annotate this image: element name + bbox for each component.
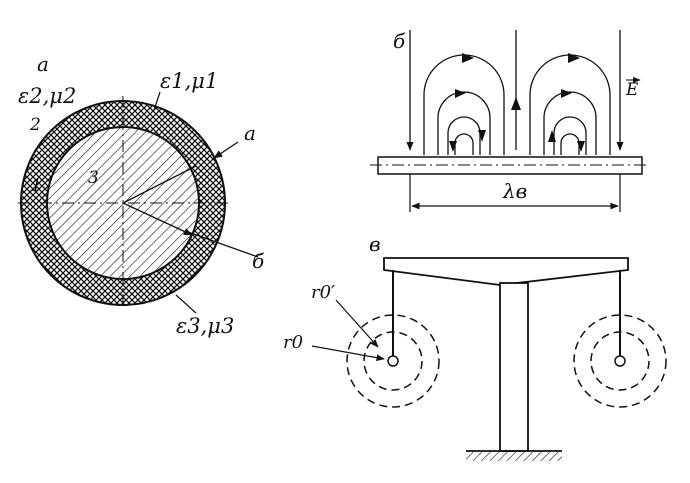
right-conductor-core	[614, 355, 626, 367]
leader-line-core-bottom	[175, 294, 197, 314]
field-loop-left-3-arrow	[478, 130, 486, 142]
field-loop-right-3	[553, 116, 587, 155]
support-mast	[499, 282, 529, 452]
field-loop-right-1	[529, 54, 611, 155]
outer-region-number: 2	[29, 115, 41, 135]
left-conductor-core	[387, 355, 399, 367]
field-loop-left-2	[437, 91, 491, 155]
field-loop-left-1	[423, 54, 505, 155]
panel-a-coaxial-cross-section: а ε2,μ2 2 ε1,μ1 1 3 ε3,μ3 a б	[18, 52, 265, 338]
field-loop-right-4-arrow	[577, 141, 585, 152]
field-vector-label: E	[625, 80, 639, 100]
field-loop-right-1-arrow	[568, 53, 580, 63]
support-crossbar	[383, 257, 629, 286]
outer-region-material-label: ε2,μ2	[18, 84, 76, 108]
radius-line-a	[122, 165, 197, 204]
core-region-material-label: ε3,μ3	[176, 314, 234, 338]
field-loop-left-3	[447, 116, 481, 155]
leader-r0	[311, 345, 385, 361]
leader-r0-prime	[335, 299, 379, 348]
leader-line-b	[187, 231, 259, 258]
ground-hatching	[466, 452, 562, 461]
shell-region-number: 1	[31, 176, 42, 196]
radius-line-b	[122, 202, 193, 236]
right-conductor-inner-ring	[590, 331, 650, 391]
panel-v-letter: в	[369, 232, 381, 256]
field-loop-right-3-arrow	[548, 130, 556, 142]
field-loop-left-4-arrow	[449, 141, 457, 152]
panel-v-suspended-conductors: в r0′ r0	[283, 232, 667, 461]
leader-line-shell-top	[153, 91, 161, 111]
field-loop-right-2-arrow	[561, 89, 572, 98]
left-conductor-inner-ring	[363, 331, 423, 391]
panel-b-letter: б	[393, 29, 406, 53]
field-loop-left-4	[454, 133, 474, 155]
wavelength-label: λв	[502, 179, 527, 203]
core-region-number: 3	[88, 168, 99, 188]
field-loop-right-2	[543, 91, 597, 155]
field-loop-left-2-arrow	[455, 89, 466, 98]
radius-b-letter: б	[252, 249, 265, 273]
panel-a-letter: а	[37, 52, 49, 76]
left-conductor-outer-ring	[346, 314, 440, 408]
radius-r0-label: r0	[283, 332, 303, 353]
radius-r0-prime-label: r0′	[311, 282, 335, 303]
field-loop-right-4	[560, 133, 580, 155]
field-line-center-arrow	[511, 97, 521, 110]
leader-line-a	[213, 141, 239, 159]
right-conductor-outer-ring	[573, 314, 667, 408]
shell-region-material-label: ε1,μ1	[160, 69, 218, 93]
panel-b-field-lines: б E λв	[370, 29, 650, 212]
radius-a-letter: a	[244, 121, 256, 145]
field-loop-left-1-arrow	[462, 53, 474, 63]
